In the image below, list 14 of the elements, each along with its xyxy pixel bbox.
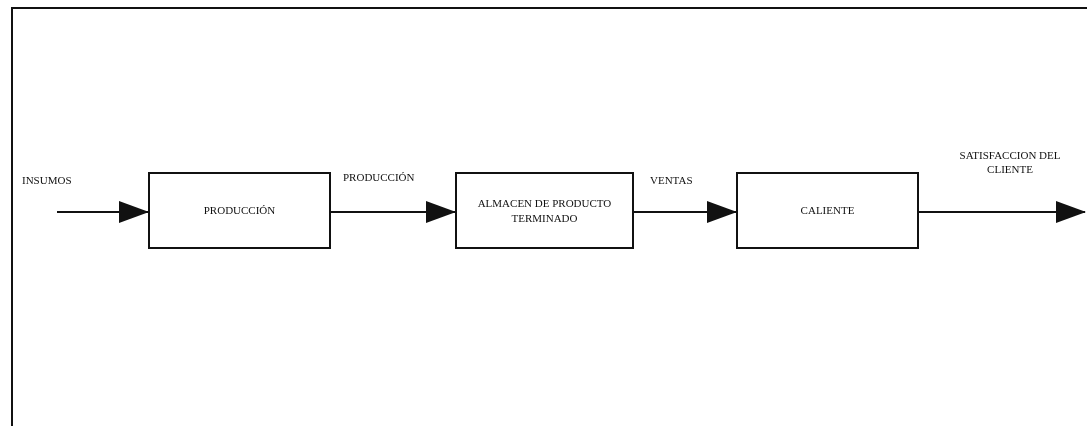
box-label: CALIENTE	[799, 203, 856, 218]
arrow	[633, 201, 737, 223]
process-box	[455, 172, 634, 249]
edge-label: PRODUCCIÓN	[343, 170, 415, 185]
box-label: PRODUCCIÓN	[202, 203, 277, 218]
arrow	[56, 201, 149, 223]
process-box	[736, 172, 919, 249]
arrow	[918, 201, 1086, 223]
arrow	[330, 201, 456, 223]
edge-label: VENTAS	[650, 173, 693, 188]
edge-label: INSUMOS	[22, 173, 72, 188]
process-box	[148, 172, 331, 249]
edge-label: SATISFACCION DEL CLIENTE	[958, 148, 1062, 177]
box-label: ALMACEN DE PRODUCTO TERMINADO	[476, 195, 613, 226]
